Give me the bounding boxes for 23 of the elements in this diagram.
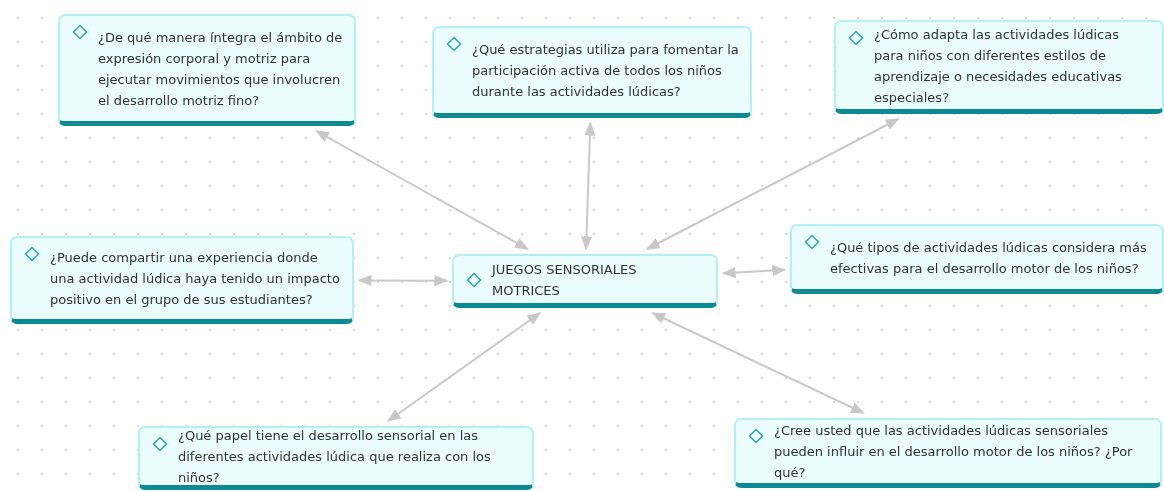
question-box xyxy=(10,236,354,324)
question-text: ¿Cree usted que las actividades lúdicas sensoriales pueden influir en el desarrollo motor de los niños? ¿Por qué? xyxy=(774,422,1134,482)
question-text: ¿Qué tipos de actividades lúdicas considera más efectivas para el desarrollo motor de los niños? xyxy=(830,238,1148,278)
topic-title: JUEGOS SENSORIALES MOTRICES xyxy=(492,260,638,300)
topic-box xyxy=(452,254,718,308)
arrow xyxy=(721,264,787,279)
question-box xyxy=(138,426,534,490)
arrow xyxy=(386,312,542,422)
arrow xyxy=(580,121,596,251)
arrow xyxy=(357,274,449,287)
arrow xyxy=(645,118,900,250)
question-box xyxy=(790,224,1164,294)
question-box xyxy=(834,20,1164,114)
question-box xyxy=(432,26,752,118)
arrow xyxy=(651,312,865,414)
question-box xyxy=(734,418,1162,488)
question-box xyxy=(58,14,356,126)
question-text: ¿Cómo adapta las actividades lúdicas para niños con diferentes estilos de aprendizaje o necesidades educativas especiales? xyxy=(874,25,1123,107)
question-text: ¿De qué manera íntegra el ámbito de expresión corporal y motriz para ejecutar movimientos que involucren el desarrollo motriz fino? xyxy=(98,28,344,110)
arrow xyxy=(315,130,529,250)
question-text: ¿Puede compartir una experiencia donde una actividad lúdica haya tenido un impacto positivo en el grupo de sus estudiantes? xyxy=(50,249,341,309)
question-text: ¿Qué papel tiene el desarrollo sensorial en las diferentes actividades lúdica que realiza con los niños? xyxy=(178,427,492,487)
question-text: ¿Qué estrategias utiliza para fomentar la participación activa de todos los niños durante las actividades lúdicas? xyxy=(472,41,740,101)
